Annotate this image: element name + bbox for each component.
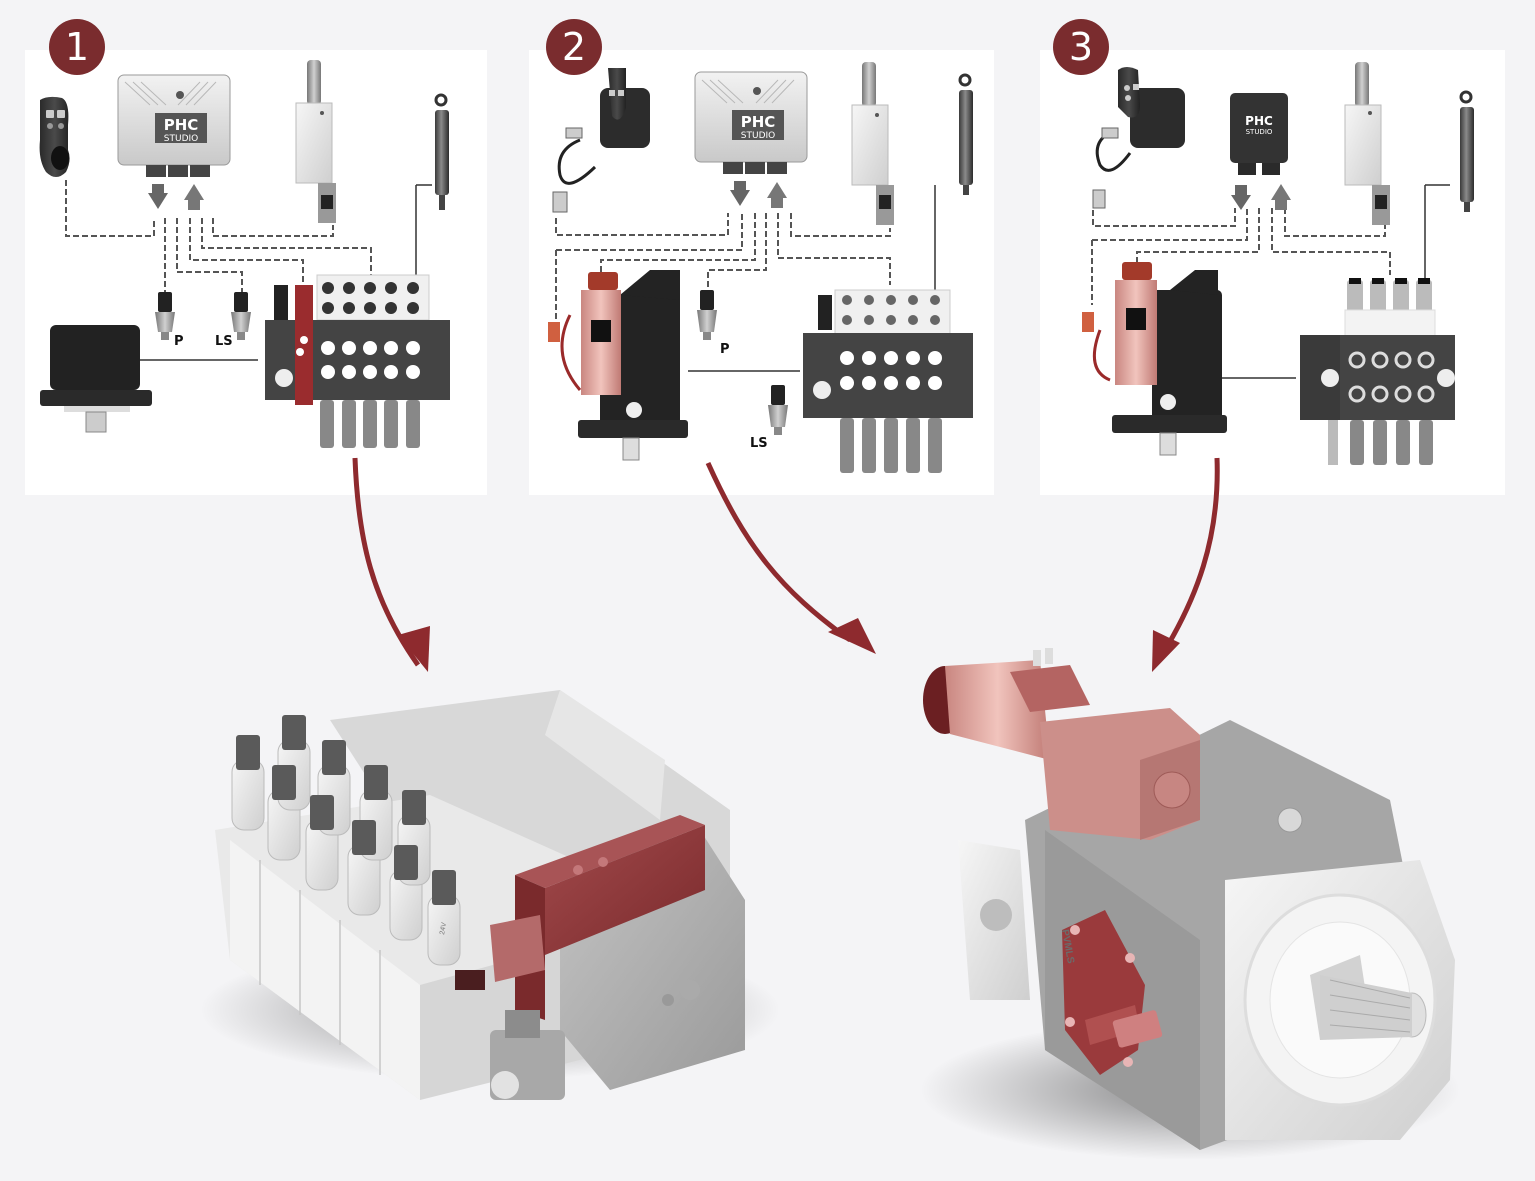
coil-text: 24V [439,922,448,936]
config-panel-2 [529,50,994,495]
arrow-3-head [1152,630,1180,672]
highlight-solenoid-valve [923,648,1200,840]
step-badge-1: 1 [49,19,105,75]
config-panel-1 [25,50,487,495]
arrow-1-head [398,626,430,672]
step-badge-3: 3 [1053,19,1109,75]
pump-render: PVMLS [920,648,1460,1160]
step-badge-2: 2 [546,19,602,75]
pump-brand-mark: PVMLS [1059,929,1076,965]
highlight-sensor-cover [1062,910,1163,1075]
splined-shaft [1310,955,1427,1040]
highlight-inlet-section [455,815,705,1020]
solenoid-coils: 24V [231,715,461,966]
config-panel-3 [1040,50,1505,495]
valve-bank-render: 24V [200,690,780,1100]
arrow-2-head [828,618,876,654]
